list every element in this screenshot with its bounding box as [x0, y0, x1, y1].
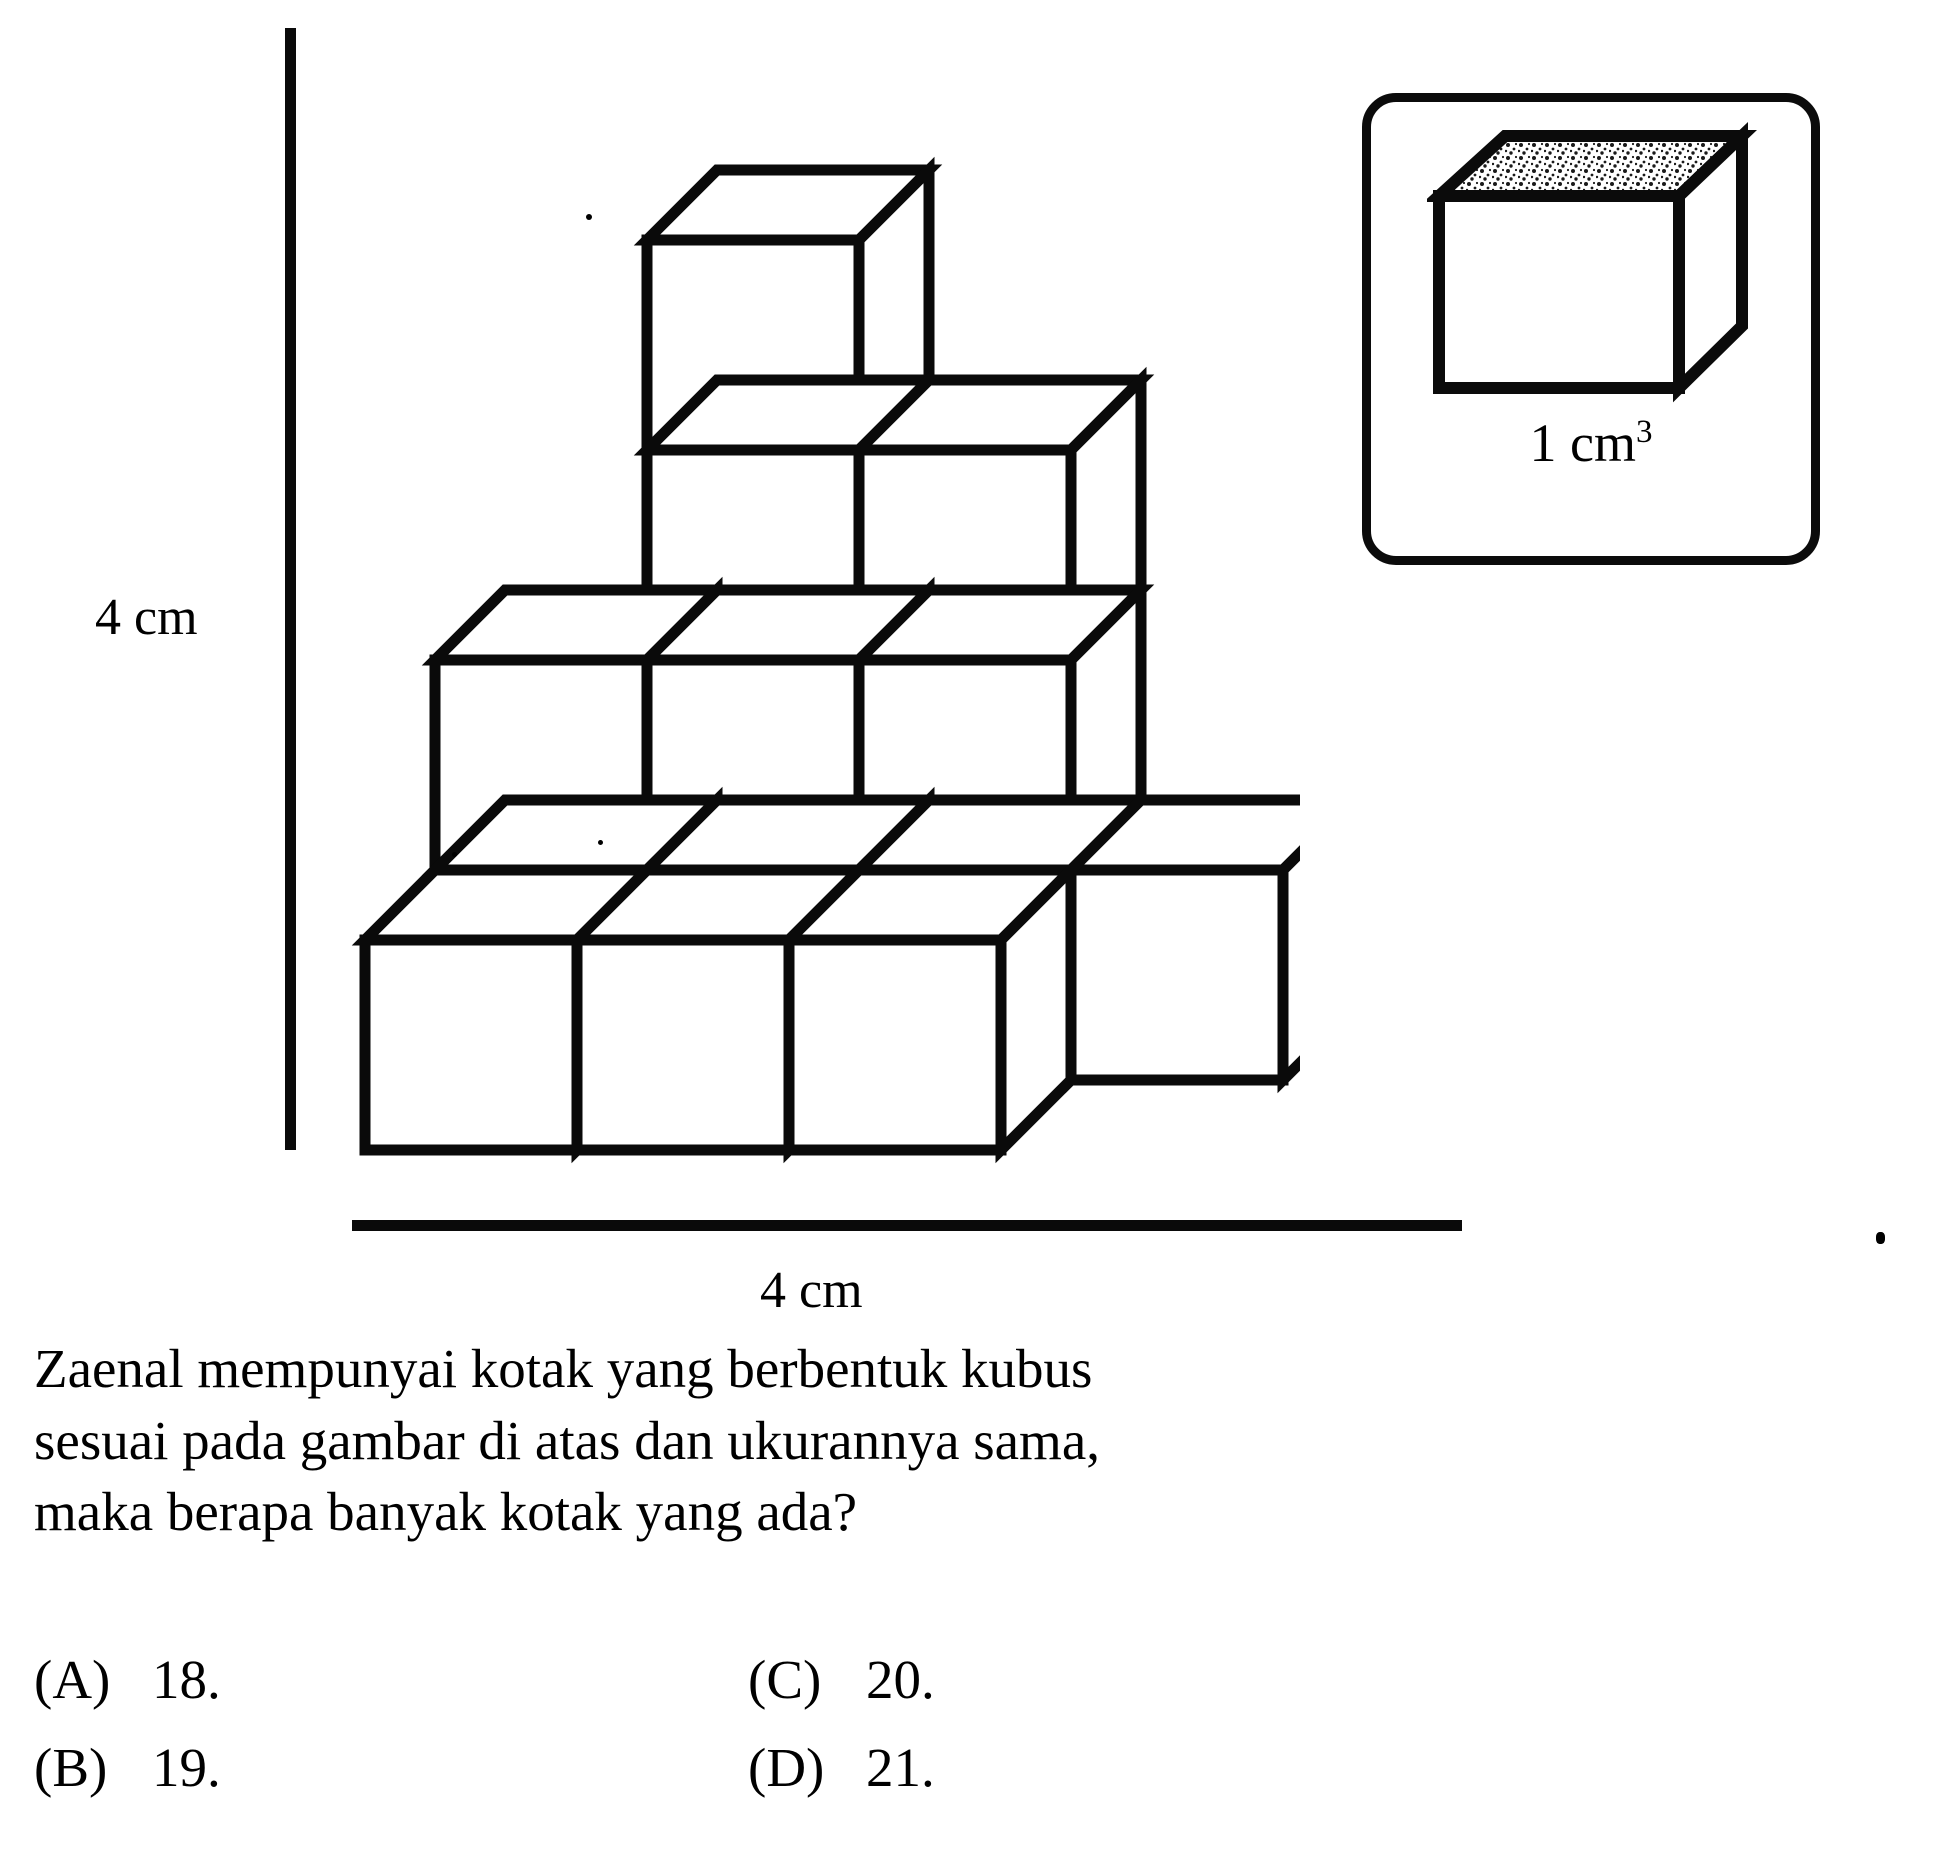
option-row-1: (A) 18. (C) 20. — [34, 1652, 1284, 1740]
question-line-2: sesuai pada gambar di atas dan ukurannya… — [34, 1409, 1101, 1471]
horizontal-dimension-rule — [352, 1220, 1462, 1231]
option-d-text: 21. — [866, 1737, 935, 1798]
option-d-tag: (D) — [748, 1737, 825, 1798]
question-line-1: Zaenal mempunyai kotak yang berbentuk ku… — [34, 1338, 1093, 1399]
option-b-text: 19. — [152, 1737, 221, 1798]
option-c[interactable]: (C) 20. — [748, 1652, 935, 1707]
option-a[interactable]: (A) 18. — [34, 1652, 221, 1707]
horizontal-dimension-label: 4 cm — [760, 1262, 863, 1319]
unit-cube-caption-value: 1 cm — [1529, 413, 1636, 473]
option-c-text: 20. — [866, 1649, 935, 1710]
print-dust-a — [586, 214, 592, 220]
vertical-dimension-rule — [285, 28, 296, 1150]
answer-options: (A) 18. (C) 20. (B) 19. (D) 21. — [34, 1652, 1284, 1828]
vertical-dimension-label: 4 cm — [95, 589, 198, 646]
option-c-tag: (C) — [748, 1649, 822, 1710]
figure-area: 4 cm 4 cm — [95, 28, 1885, 1317]
cube-stack-illustration — [351, 156, 1300, 1164]
unit-cube-caption-exponent: 3 — [1635, 414, 1653, 450]
print-dust-b — [452, 852, 457, 857]
option-a-tag: (A) — [34, 1649, 111, 1710]
unit-cube-icon — [1427, 122, 1757, 403]
print-speck — [1876, 1232, 1885, 1244]
option-row-2: (B) 19. (D) 21. — [34, 1740, 1284, 1828]
option-d[interactable]: (D) 21. — [748, 1740, 935, 1795]
option-b[interactable]: (B) 19. — [34, 1740, 221, 1795]
option-b-tag: (B) — [34, 1737, 108, 1798]
unit-cube-caption: 1 cm3 — [1371, 412, 1811, 474]
question-text: Zaenal mempunyai kotak yang berbentuk ku… — [34, 1333, 1272, 1548]
print-dust-c — [598, 840, 603, 845]
option-a-text: 18. — [152, 1649, 221, 1710]
question-line-3: maka berapa banyak kotak yang ada? — [34, 1481, 858, 1542]
unit-cube-legend-box: 1 cm3 — [1362, 93, 1820, 565]
